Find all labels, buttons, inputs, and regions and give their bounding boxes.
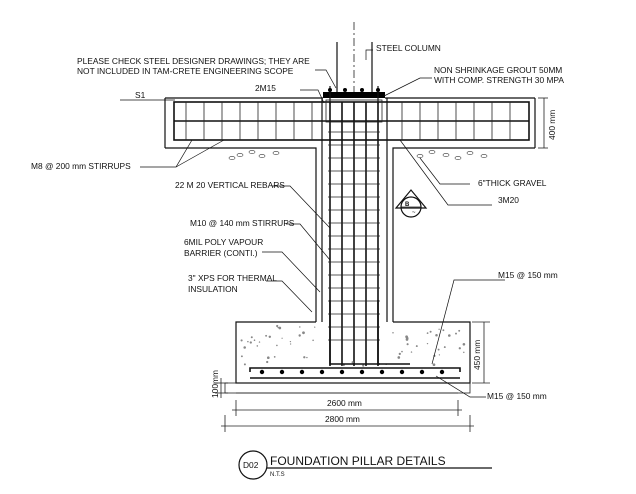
designer-note-line-2: NOT INCLUDED IN TAM-CRETE ENGINEERING SC… xyxy=(77,66,294,76)
dimension-slab-thickness: 400 mm xyxy=(538,97,557,149)
xps-label-line-1: 3" XPS FOR THERMAL xyxy=(188,273,277,283)
xps-label-line-2: INSULATION xyxy=(188,284,238,294)
vertical-rebars-label: 22 M 20 VERTICAL REBARS xyxy=(175,180,285,190)
slab-stirrups xyxy=(185,102,511,140)
designer-note-line-1: PLEASE CHECK STEEL DESIGNER DRAWINGS; TH… xyxy=(77,56,310,66)
dimension-footing-depth: 450 mm xyxy=(472,321,490,384)
poly-label-line-1: 6MIL POLY VAPOUR xyxy=(184,237,263,247)
slab-stirrups-label: M8 @ 200 mm STIRRUPS xyxy=(31,161,131,171)
pillar-outline xyxy=(321,98,388,322)
poly-label-line-2: BARRIER (CONTI.) xyxy=(184,248,258,258)
footing-bar-dots xyxy=(259,369,445,375)
slab-outline xyxy=(164,97,536,322)
dimension-overall-width: 2800 mm xyxy=(221,414,474,432)
bottom-bars-label: 3M20 xyxy=(498,195,519,205)
steel-column-label: STEEL COLUMN xyxy=(376,43,441,53)
drawing-code: D02 xyxy=(243,460,259,470)
slab-thickness-label: 400 mm xyxy=(547,110,557,140)
title-block: D02 FOUNDATION PILLAR DETAILS N.T.S xyxy=(238,450,492,480)
top-bars-label: 2M15 xyxy=(255,83,276,93)
drawing-scale: N.T.S xyxy=(270,472,285,478)
leader-lines xyxy=(120,49,505,398)
slab-rebar-cage xyxy=(173,101,530,141)
pillar-stirrups-label: M10 @ 140 mm STIRRUPS xyxy=(190,218,295,228)
grout-label-line-2: WITH COMP. STRENGTH 30 MPA xyxy=(434,75,564,85)
section-marker: B ~ xyxy=(394,189,428,218)
footing-outline xyxy=(224,321,471,394)
footing-rebar xyxy=(249,300,461,379)
gravel-pattern xyxy=(228,150,488,160)
drawing-title: FOUNDATION PILLAR DETAILS xyxy=(270,454,446,468)
steel-column xyxy=(323,22,385,104)
footing-depth-label: 450 mm xyxy=(472,340,482,370)
footing-concrete-hatch xyxy=(240,324,466,367)
footing-width-label: 2600 mm xyxy=(327,398,362,408)
grout-label-line-1: NON SHRINKAGE GROUT 50MM xyxy=(434,65,562,75)
dimension-lean-depth: 100mm xyxy=(210,370,228,398)
dimension-footing-width: 2600 mm xyxy=(232,398,462,416)
lean-depth-label: 100mm xyxy=(210,370,220,398)
overall-width-label: 2800 mm xyxy=(325,414,360,424)
annotations: STEEL COLUMN PLEASE CHECK STEEL DESIGNER… xyxy=(31,43,564,401)
footing-top-bars-label: M15 @ 150 mm xyxy=(498,270,558,280)
gravel-label: 6"THICK GRAVEL xyxy=(478,178,547,188)
section-letter: B xyxy=(405,202,410,208)
section-sheet: ~ xyxy=(412,210,416,216)
slab-label: S1 xyxy=(135,90,146,100)
footing-bottom-bars-label: M15 @ 150 mm xyxy=(487,391,547,401)
